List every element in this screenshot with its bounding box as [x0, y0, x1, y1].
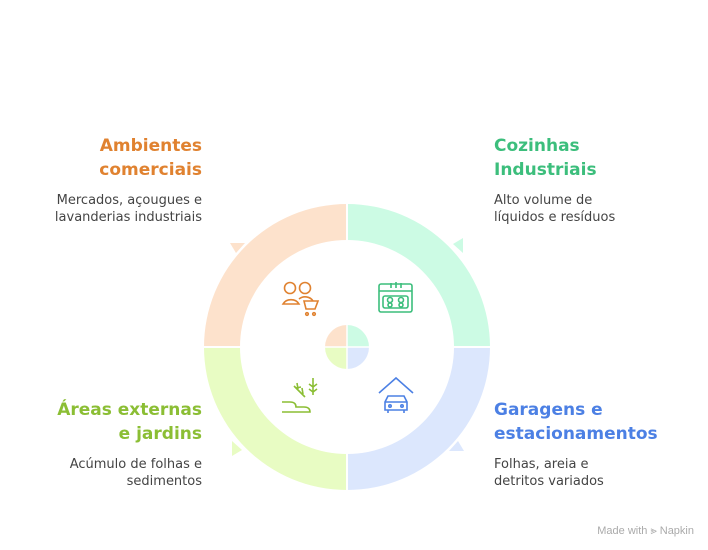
quadrant-title: Ambientes comerciais	[2, 134, 202, 182]
quadrant-description: Mercados, açougues e lavanderias industr…	[2, 192, 202, 226]
desc-line: lavanderias industriais	[54, 210, 202, 225]
desc-line: líquidos e resíduos	[494, 210, 616, 225]
title-line: Garagens e	[494, 400, 603, 420]
quadrant-garagens: Garagens e estacionamentos Folhas, areia…	[494, 398, 704, 490]
ring-segment-cozinhas	[347, 204, 490, 347]
napkin-logo-icon: ⪢	[650, 525, 657, 537]
brand-label: Napkin	[659, 525, 694, 537]
desc-line: Folhas, areia e	[494, 457, 589, 472]
garden-plants-icon	[282, 378, 318, 413]
made-with-label: Made with	[597, 525, 648, 537]
made-with-napkin[interactable]: Made with ⪢ Napkin	[597, 525, 694, 538]
car-garage-icon	[378, 376, 414, 413]
quadrant-comercial: Ambientes comerciais Mercados, açougues …	[2, 134, 202, 226]
ring-segment-comercial	[204, 204, 347, 347]
desc-line: detritos variados	[494, 474, 604, 489]
quadrant-title: Cozinhas Industriais	[494, 134, 694, 182]
quadrant-areas: Áreas externas e jardins Acúmulo de folh…	[2, 398, 202, 490]
center-circle	[323, 323, 371, 371]
quadrant-description: Acúmulo de folhas e sedimentos	[2, 456, 202, 490]
desc-line: sedimentos	[126, 474, 202, 489]
title-line: Ambientes	[99, 136, 202, 156]
industrial-stove-icon	[378, 282, 413, 313]
title-line: estacionamentos	[494, 424, 658, 444]
shopping-people-cart-icon	[281, 281, 320, 317]
title-line: comerciais	[99, 160, 202, 180]
desc-line: Alto volume de	[494, 193, 593, 208]
quadrant-cozinhas: Cozinhas Industriais Alto volume de líqu…	[494, 134, 694, 226]
title-line: e jardins	[118, 424, 202, 444]
desc-line: Acúmulo de folhas e	[69, 457, 202, 472]
title-line: Áreas externas	[57, 400, 202, 420]
ring-segment-garagens	[347, 347, 490, 490]
desc-line: Mercados, açougues e	[56, 193, 202, 208]
quadrant-description: Alto volume de líquidos e resíduos	[494, 192, 694, 226]
title-line: Industriais	[494, 160, 597, 180]
quadrant-title: Áreas externas e jardins	[2, 398, 202, 446]
title-line: Cozinhas	[494, 136, 580, 156]
ring-segment-areas	[204, 347, 347, 490]
quadrant-title: Garagens e estacionamentos	[494, 398, 704, 446]
quadrant-description: Folhas, areia e detritos variados	[494, 456, 704, 490]
